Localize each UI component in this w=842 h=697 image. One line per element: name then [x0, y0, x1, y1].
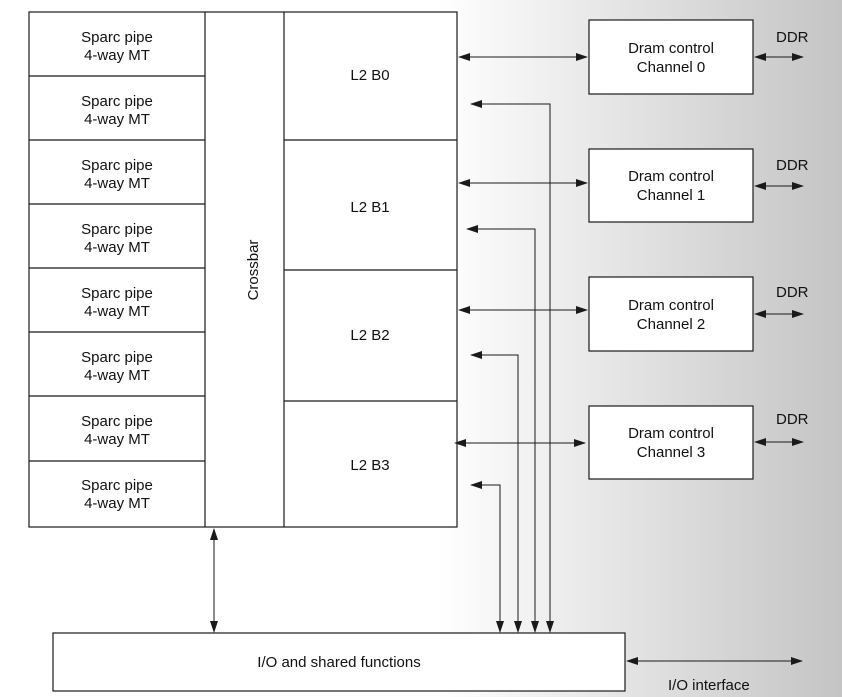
- crossbar: Crossbar: [204, 12, 285, 527]
- ddr-label-3: DDR: [776, 411, 809, 428]
- l2-bank-2-label: L2 B2: [350, 327, 389, 344]
- dram-channel-0: Dram control Channel 0: [588, 19, 754, 95]
- dram-channel-2-line1: Dram control: [628, 297, 714, 314]
- dram-channel-2-line2: Channel 2: [637, 316, 705, 333]
- l2-bank-1-label: L2 B1: [350, 199, 389, 216]
- arrow-l2b2-io: [470, 351, 522, 633]
- sparc-pipe-4-line1: Sparc pipe: [81, 285, 153, 302]
- sparc-pipe-4-line2: 4-way MT: [84, 303, 150, 320]
- crossbar-label: Crossbar: [245, 240, 262, 301]
- dram-channel-2: Dram control Channel 2: [588, 276, 754, 352]
- arrow-l2b0-io: [470, 100, 554, 633]
- dram-channel-2-box: [588, 276, 754, 352]
- sparc-pipe-2-line2: 4-way MT: [84, 175, 150, 192]
- l2-bank-3-label: L2 B3: [350, 457, 389, 474]
- ddr-label-2: DDR: [776, 284, 809, 301]
- sparc-pipe-5-line2: 4-way MT: [84, 367, 150, 384]
- sparc-pipe-3-line2: 4-way MT: [84, 239, 150, 256]
- io-box: [52, 632, 626, 692]
- sparc-pipe-7-line2: 4-way MT: [84, 495, 150, 512]
- sparc-pipe-6-line2: 4-way MT: [84, 431, 150, 448]
- arrow-l2b1-io: [466, 225, 539, 633]
- ddr-label-1: DDR: [776, 157, 809, 174]
- dram-channel-0-line2: Channel 0: [637, 59, 705, 76]
- sparc-pipe-6-line1: Sparc pipe: [81, 413, 153, 430]
- sparc-pipe-3-line1: Sparc pipe: [81, 221, 153, 238]
- ddr-label-0: DDR: [776, 29, 809, 46]
- dram-channel-1: Dram control Channel 1: [588, 148, 754, 223]
- io-block: I/O and shared functions: [52, 632, 626, 692]
- dram-channel-1-box: [588, 148, 754, 223]
- sparc-pipe-7-line1: Sparc pipe: [81, 477, 153, 494]
- sparc-pipe-column: Sparc pipe 4-way MT Sparc pipe 4-way MT …: [29, 29, 205, 512]
- sparc-pipe-1-line2: 4-way MT: [84, 111, 150, 128]
- sparc-pipe-0-line1: Sparc pipe: [81, 29, 153, 46]
- l2-bank-0-label: L2 B0: [350, 67, 389, 84]
- arrow-l2b3-io: [470, 481, 504, 633]
- dram-channel-3-line2: Channel 3: [637, 444, 705, 461]
- io-label: I/O and shared functions: [257, 654, 420, 671]
- sparc-pipe-2-line1: Sparc pipe: [81, 157, 153, 174]
- sparc-pipe-1-line1: Sparc pipe: [81, 93, 153, 110]
- dram-channel-3: Dram control Channel 3: [588, 405, 754, 480]
- dram-channel-0-line1: Dram control: [628, 40, 714, 57]
- dram-channel-1-line1: Dram control: [628, 168, 714, 185]
- sparc-pipe-0-line2: 4-way MT: [84, 47, 150, 64]
- dram-channel-1-line2: Channel 1: [637, 187, 705, 204]
- io-interface-label: I/O interface: [668, 677, 750, 694]
- dram-channel-3-box: [588, 405, 754, 480]
- sparc-pipe-5-line1: Sparc pipe: [81, 349, 153, 366]
- dram-channel-3-line1: Dram control: [628, 425, 714, 442]
- dram-channel-0-box: [588, 19, 754, 95]
- l2-bank-column: L2 B0 L2 B1 L2 B2 L2 B3: [284, 67, 457, 474]
